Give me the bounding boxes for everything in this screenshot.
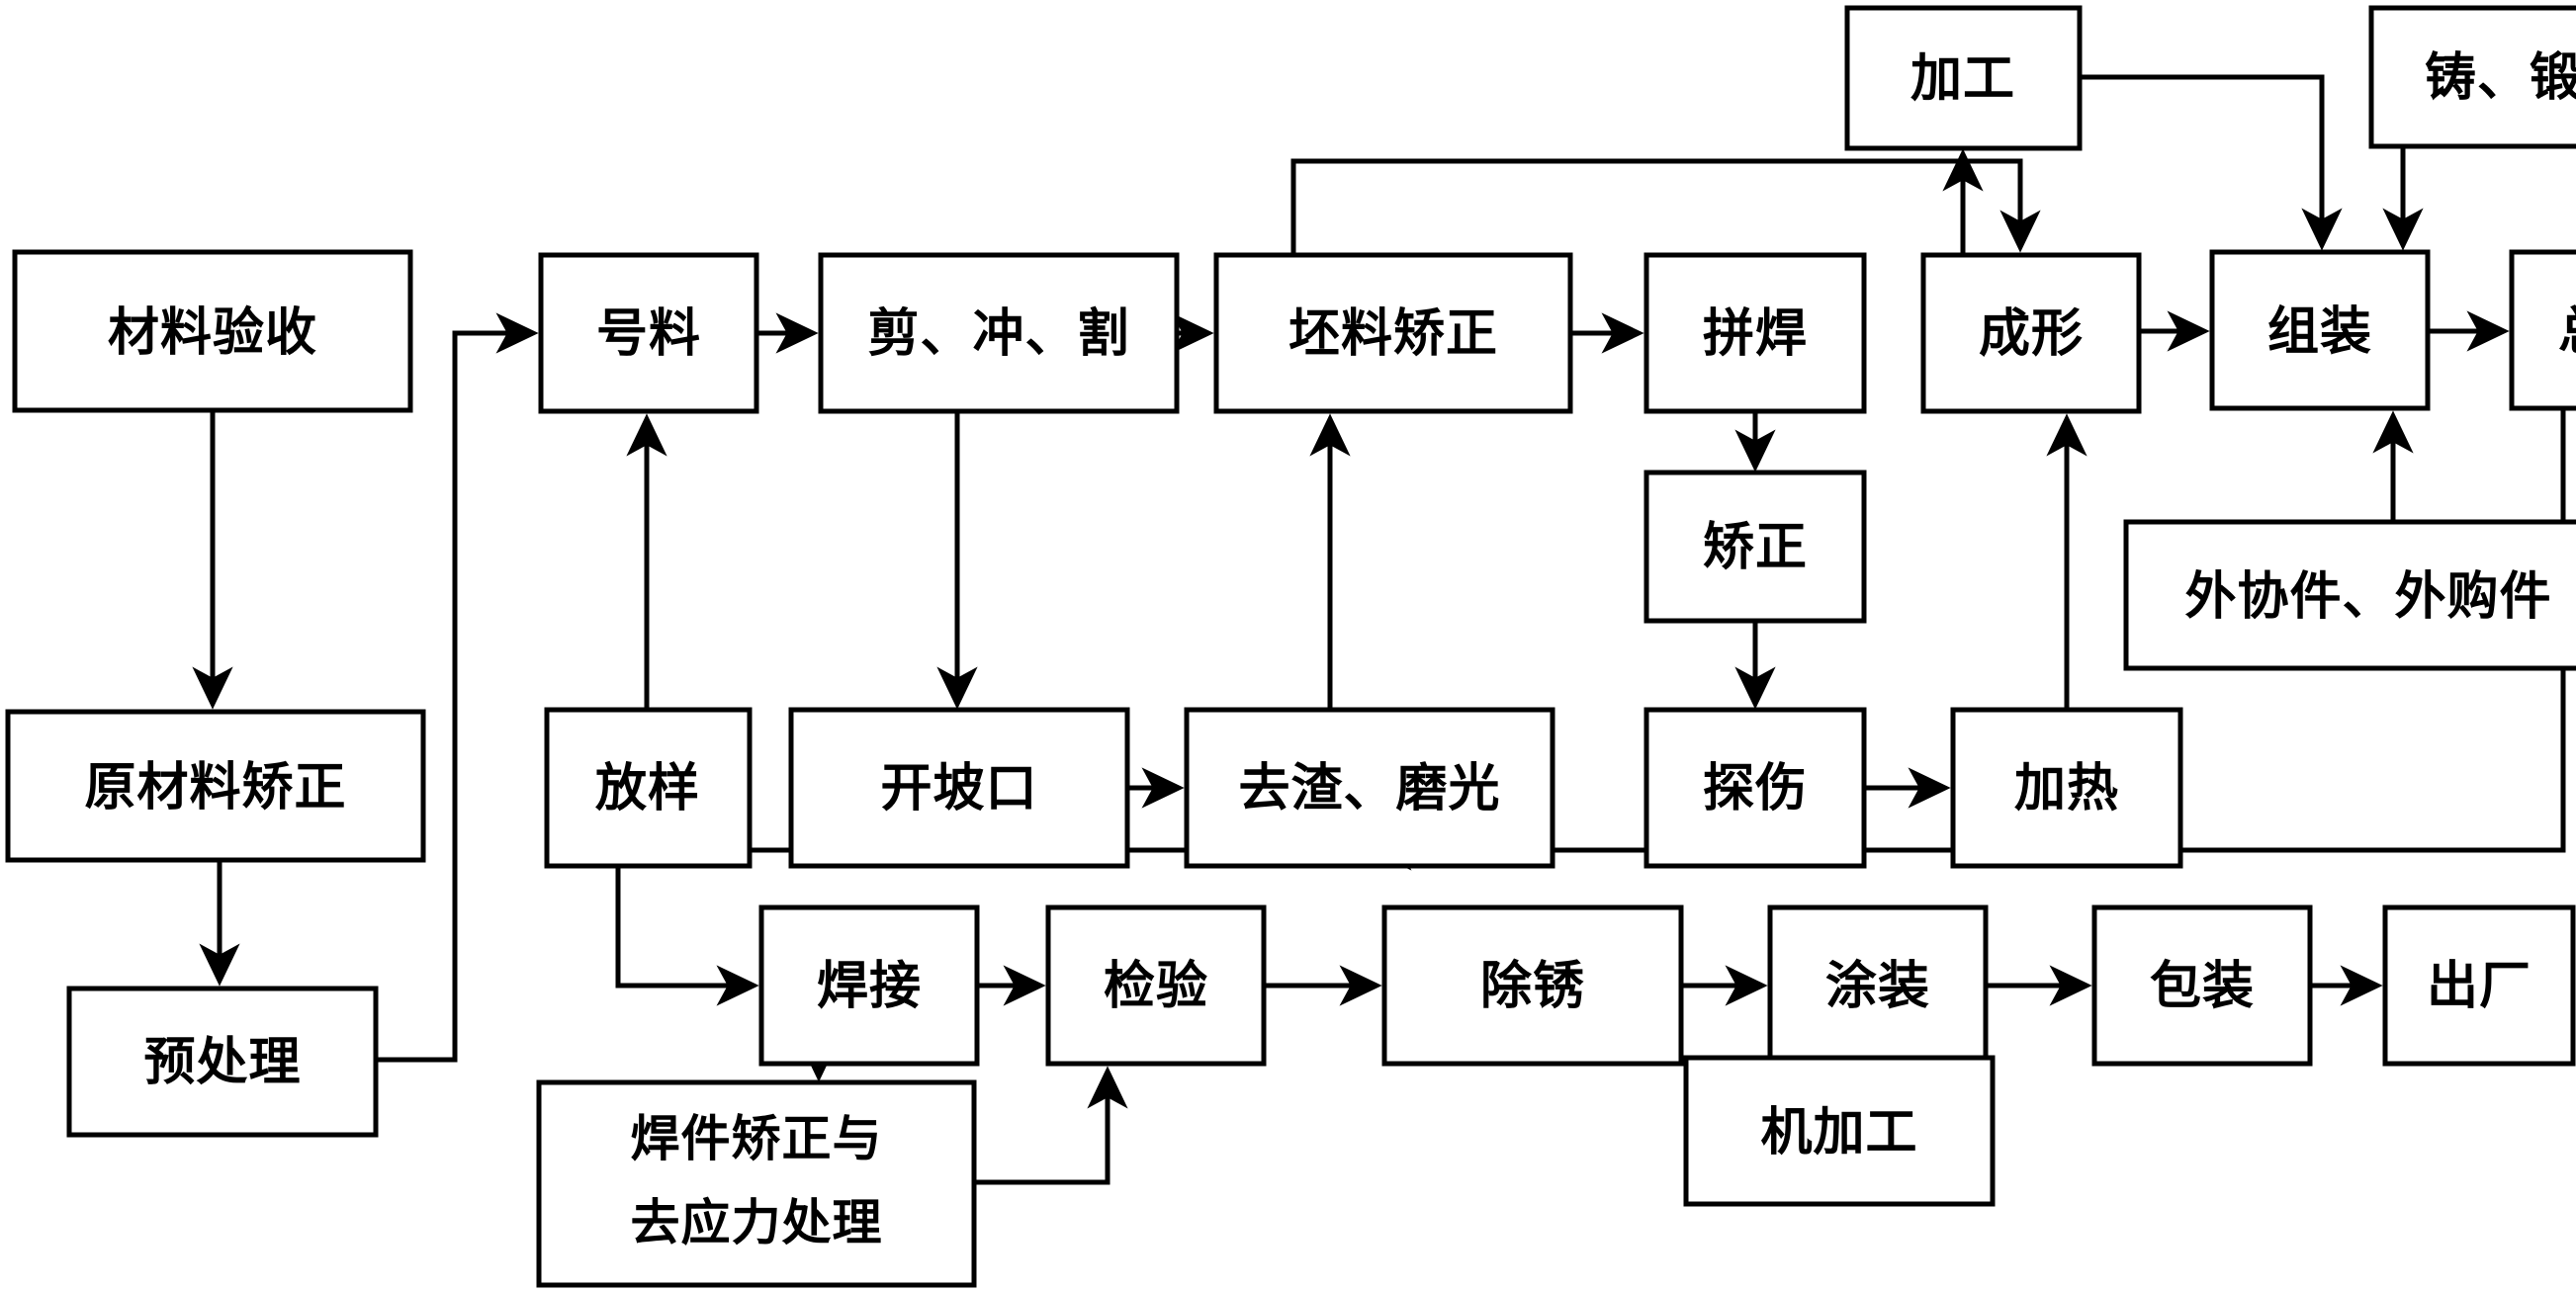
node-label: 开坡口 xyxy=(880,759,1037,818)
node-packaging[interactable]: 包装 xyxy=(2091,904,2313,1067)
node-label: 材料验收 xyxy=(108,303,317,363)
node-tack-welding[interactable]: 拼焊 xyxy=(1643,252,1867,414)
node-straightening[interactable]: 矫正 xyxy=(1643,470,1867,624)
node-label: 外协件、外购件 xyxy=(2184,567,2551,627)
node-marking[interactable]: 号料 xyxy=(538,252,759,414)
node-label: 包装 xyxy=(2150,957,2255,1016)
edge-weldment-straighten-stress-relief-to-inspection xyxy=(974,1066,1128,1185)
node-label: 去渣、磨光 xyxy=(1238,759,1500,818)
node-raw-material-straightening[interactable]: 原材料矫正 xyxy=(5,709,426,863)
edges-layer xyxy=(192,74,2576,1185)
node-painting[interactable]: 涂装 xyxy=(1767,904,1989,1067)
node-castings-forgings[interactable]: 铸、锻件 xyxy=(2368,5,2576,149)
node-label: 组装 xyxy=(2267,302,2372,362)
edge-pretreatment-to-marking xyxy=(376,312,539,1063)
node-label: 除锈 xyxy=(1480,957,1585,1016)
node-deslagging-polishing[interactable]: 去渣、磨光 xyxy=(1184,707,1555,869)
node-label: 原材料矫正 xyxy=(84,758,346,818)
node-label: 号料 xyxy=(596,304,701,364)
node-outsourced-purchased-parts[interactable]: 外协件、外购件 xyxy=(2123,519,2576,671)
node-weldment-straightening-stress-relief[interactable]: 焊件矫正与 去应力处理 xyxy=(536,1079,977,1288)
node-final-assembly[interactable]: 总装 xyxy=(2509,249,2576,411)
node-label: 总装 xyxy=(2558,302,2576,362)
node-label: 焊接 xyxy=(817,957,922,1016)
edge-machining-top-to-subassembly xyxy=(2080,74,2343,251)
node-label: 坯料矫正 xyxy=(1288,304,1498,364)
node-beveling[interactable]: 开坡口 xyxy=(788,707,1130,869)
node-shipping[interactable]: 出厂 xyxy=(2382,904,2576,1067)
node-machining[interactable]: 机加工 xyxy=(1683,1055,1996,1207)
node-inspection[interactable]: 检验 xyxy=(1045,904,1267,1067)
node-label: 预处理 xyxy=(143,1033,301,1092)
node-derusting[interactable]: 除锈 xyxy=(1381,904,1684,1067)
node-pretreatment[interactable]: 预处理 xyxy=(66,986,379,1138)
edge-blank-straighten-to-forming xyxy=(1290,158,2041,255)
node-machining-top[interactable]: 加工 xyxy=(1844,5,2083,151)
node-shear-punch-cut[interactable]: 剪、冲、割 xyxy=(818,252,1180,414)
edge-final-assembly-to-welding-rail xyxy=(615,328,2576,1006)
node-lofting[interactable]: 放样 xyxy=(544,707,753,869)
node-label: 涂装 xyxy=(1825,957,1930,1016)
node-label: 检验 xyxy=(1104,957,1208,1016)
node-label: 机加工 xyxy=(1760,1103,1917,1162)
node-label: 拼焊 xyxy=(1703,304,1808,364)
node-label: 成形 xyxy=(1979,304,2084,364)
node-label: 矫正 xyxy=(1703,518,1808,577)
node-welding[interactable]: 焊接 xyxy=(758,904,980,1067)
node-blank-straightening[interactable]: 坯料矫正 xyxy=(1213,252,1573,414)
node-flaw-detection[interactable]: 探伤 xyxy=(1643,707,1867,869)
node-label: 出厂 xyxy=(2427,957,2532,1016)
nodes-layer: 材料验收 原材料矫正 预处理 号料 放样 剪、冲、割 xyxy=(5,5,2576,1288)
node-label: 加热 xyxy=(2014,759,2119,818)
node-forming[interactable]: 成形 xyxy=(1920,252,2142,414)
node-label: 加工 xyxy=(1910,49,2015,109)
node-label-line2: 去应力处理 xyxy=(631,1194,883,1251)
node-heating[interactable]: 加热 xyxy=(1950,707,2183,869)
node-subassembly[interactable]: 组装 xyxy=(2209,249,2431,411)
node-label-line1: 焊件矫正与 xyxy=(631,1110,883,1167)
node-label: 放样 xyxy=(595,759,700,818)
node-label: 剪、冲、割 xyxy=(867,304,1129,364)
node-label: 铸、锻件 xyxy=(2425,48,2576,108)
node-label: 探伤 xyxy=(1703,759,1808,818)
node-material-acceptance[interactable]: 材料验收 xyxy=(12,249,413,413)
